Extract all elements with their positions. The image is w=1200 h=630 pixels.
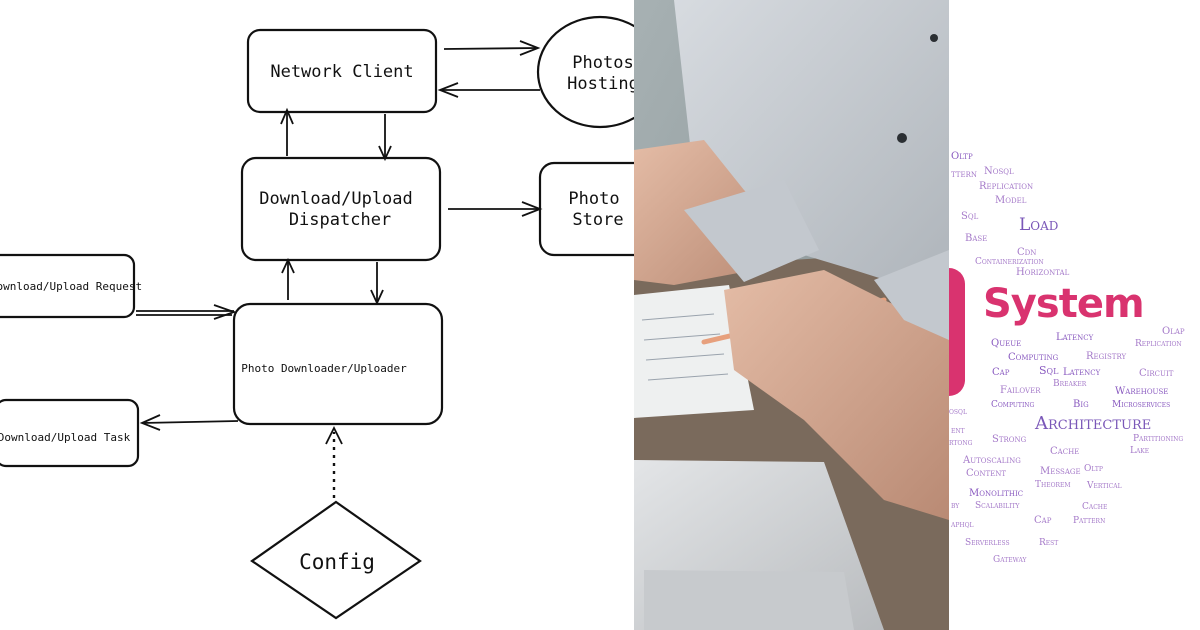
cloud-word: Monolithic [969, 488, 1024, 499]
node-photo-store: Photo Store [538, 161, 634, 257]
node-photos-hosting-line2: Hosting [567, 74, 634, 94]
cloud-word: Architecture [1035, 413, 1152, 434]
photo-right-sleeve [874, 250, 949, 340]
edge-config-to-downloader [325, 425, 343, 498]
photo-paper-sketch [641, 313, 729, 381]
cloud-word: Gateway [993, 555, 1027, 565]
cloud-word: Olap [1162, 326, 1185, 337]
node-request: Download/Upload Request [0, 253, 142, 319]
cloud-word: Containerization [975, 257, 1044, 267]
cloud-word: Cache [1082, 502, 1108, 512]
cloud-word: Oltp [1084, 464, 1103, 474]
cloud-word: Content [966, 468, 1007, 479]
node-network-client: Network Client [246, 28, 438, 114]
cloud-word: aphql [951, 520, 974, 530]
cloud-word: Queue [991, 338, 1022, 349]
cloud-word: Registry [1086, 351, 1127, 362]
cloud-word: Load [1019, 215, 1059, 235]
cloud-word: Oltp [951, 151, 973, 162]
cloud-word: Breaker [1053, 379, 1087, 389]
photo-right-hand [724, 270, 949, 520]
edge-client-to-dispatcher [378, 114, 392, 162]
cloud-word: by [951, 501, 960, 511]
node-network-client-label: Network Client [270, 62, 413, 82]
cloud-word: Horizontal [1016, 267, 1070, 278]
cloud-word: Serverless [965, 538, 1010, 548]
edge-downloader-to-task [139, 414, 239, 431]
node-photos-hosting-line1: Photos [572, 53, 633, 73]
node-photo-store-line2: Store [572, 210, 623, 230]
cloud-word: Latency [1063, 367, 1101, 378]
cloud-word: Cdn [1017, 247, 1037, 258]
hands-with-pen-photo [634, 0, 949, 630]
node-downloader-label: Photo Downloader/Uploader [241, 362, 407, 375]
cloud-word: Theorem [1035, 480, 1071, 490]
photo-sleeve [684, 180, 819, 282]
cloud-word: Rest [1039, 538, 1059, 548]
architecture-diagram: Network Client Photos Hosting Download/U… [0, 15, 634, 620]
cloud-word: Message [1040, 466, 1081, 477]
node-config-label: Config [299, 550, 375, 574]
edge-hosting-to-client [437, 82, 540, 98]
cloud-word: ttern [951, 169, 977, 180]
cloud-word: Big [1073, 399, 1089, 410]
cloud-word: Circuit [1139, 368, 1174, 379]
cloud-word: Base [965, 233, 988, 244]
cloud-word: Warehouse [1115, 386, 1169, 397]
cloud-word: Replication [1135, 339, 1182, 349]
node-request-label: Download/Upload Request [0, 280, 142, 293]
edge-downloader-to-dispatcher [281, 257, 295, 300]
word-cloud: Oltp ttern Nosql Replication Model Sql L… [949, 0, 1200, 630]
cloud-word: Strong [992, 434, 1027, 445]
cloud-word: Latency [1056, 332, 1094, 343]
cloud-word: Sql [961, 211, 979, 222]
node-downloader: Photo Downloader/Uploader [232, 302, 444, 426]
node-task-label: Download/Upload Task [0, 431, 131, 444]
node-dispatcher-line2: Dispatcher [289, 210, 391, 230]
node-task: Download/Upload Task [0, 398, 140, 468]
node-config: Config [250, 500, 422, 620]
node-dispatcher: Download/Upload Dispatcher [240, 156, 442, 262]
edge-client-to-hosting [443, 40, 541, 56]
node-photo-store-line1: Photo [568, 189, 619, 209]
cloud-word: Replication [979, 181, 1034, 192]
cloud-word: Nosql [984, 166, 1014, 177]
cloud-word: Computing [1008, 352, 1059, 363]
cloud-word: Pattern [1073, 516, 1106, 526]
cloud-word: Scalability [975, 501, 1020, 511]
edge-request-to-downloader [136, 304, 237, 320]
photo-shirt-button [930, 34, 938, 42]
cloud-word: Microservices [1112, 400, 1171, 410]
cloud-word: ent [951, 426, 965, 436]
photo-laptop-keyboard [644, 570, 854, 630]
cloud-word: Failover [1000, 385, 1041, 396]
edge-dispatcher-to-store [448, 201, 543, 217]
cloud-word-system: System [983, 281, 1145, 327]
cloud-accent-shape [949, 268, 965, 396]
cloud-word: Lake [1130, 446, 1150, 456]
node-photos-hosting: Photos Hosting [536, 15, 634, 129]
cloud-word: Partitioning [1133, 434, 1184, 444]
cloud-word: rtong [949, 438, 973, 448]
node-dispatcher-line1: Download/Upload [259, 189, 413, 209]
cloud-word: Cache [1050, 446, 1080, 457]
cloud-word: Cap [1034, 515, 1052, 526]
photo-illustration [634, 0, 949, 630]
cloud-word: Autoscaling [963, 455, 1021, 466]
edge-dispatcher-to-downloader [370, 262, 384, 306]
edge-dispatcher-to-client [280, 107, 294, 156]
cloud-word: Computing [991, 400, 1035, 410]
cloud-word: Sql [1039, 364, 1059, 377]
cloud-word: Vertical [1087, 481, 1122, 491]
diagram-canvas: Network Client Photos Hosting Download/U… [0, 15, 634, 620]
cloud-word: osql [949, 407, 967, 417]
cloud-word: Model [995, 195, 1027, 206]
photo-shirt-button [897, 133, 907, 143]
cloud-word: Cap [992, 367, 1010, 378]
